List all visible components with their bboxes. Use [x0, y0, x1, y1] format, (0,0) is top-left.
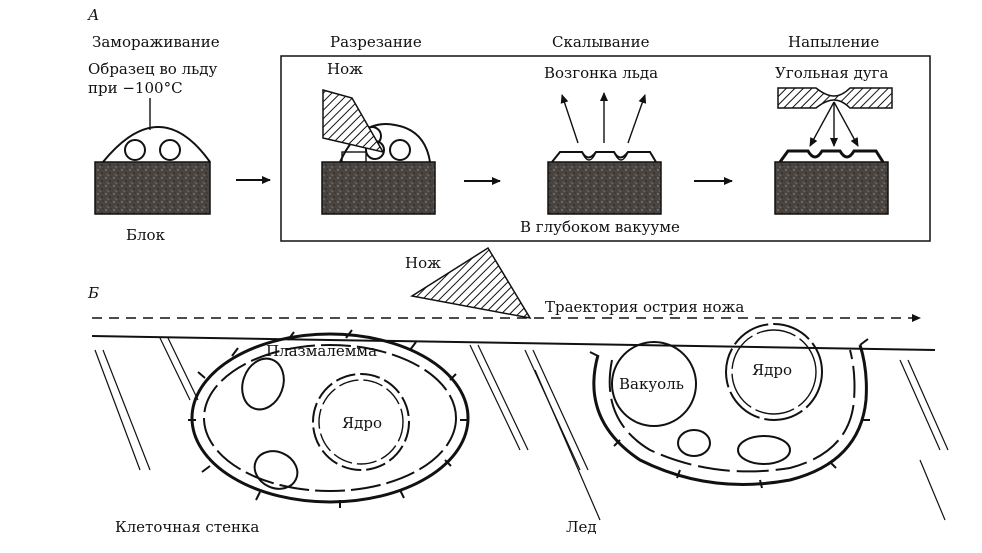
left-cell: [188, 329, 470, 508]
left-organelle-bottom: [253, 450, 299, 490]
left-nucleus-inner: [318, 379, 404, 465]
sample-line-1: Образец во льду: [88, 60, 218, 78]
cleaving-cell-1: [581, 151, 597, 161]
spraying-block: [774, 161, 889, 215]
cutting-stage: Нож: [321, 60, 436, 215]
left-wall-protrusions: [188, 329, 468, 508]
sample-cell-1: [124, 139, 146, 161]
ice-label: Лед: [566, 518, 597, 536]
freezing-title: Замораживание: [92, 33, 220, 51]
right-organelle-large: [737, 435, 791, 465]
vacuum-label: В глубоком вакууме: [520, 218, 680, 236]
left-plasmalemma: [203, 344, 457, 492]
ice-hatching: [94, 337, 949, 521]
right-cell: [589, 323, 870, 489]
specimen-block: [94, 161, 211, 215]
cutting-knife: [322, 89, 385, 154]
big-knife: [409, 246, 532, 320]
right-wall-protrusions: [589, 338, 870, 489]
cleaving-cell-2: [613, 151, 629, 161]
cleaving-block: [547, 161, 662, 215]
sample-line-2: при −100°С: [88, 79, 183, 97]
sublimation-arrow-3: [627, 94, 647, 144]
left-nucleus-outer: [312, 373, 410, 471]
spray-arrow-1: [809, 101, 835, 147]
panel-a-letter: А: [87, 6, 99, 24]
vacuum-chamber-frame: [280, 55, 931, 242]
left-organelle-top: [241, 357, 285, 411]
cutting-knife-label: Нож: [327, 60, 363, 78]
spraying-title: Напыление: [788, 33, 879, 51]
right-nucleus-outer: [725, 323, 823, 421]
right-cell-wall: [592, 344, 868, 486]
sublimation-label: Возгонка льда: [544, 64, 658, 82]
spraying-stage: Угольная дуга: [774, 64, 893, 215]
sample-cell-2: [159, 139, 181, 161]
cutting-cell-right: [389, 139, 411, 161]
panel-b-letter: Б: [87, 284, 99, 302]
cleaving-fracture-face: [551, 151, 657, 163]
spray-arrow-3: [833, 101, 859, 147]
carbon-arc-electrodes: [777, 87, 893, 109]
plasmalemma-label: Плазмалемма: [266, 342, 377, 360]
replica-film: [778, 149, 885, 163]
right-plasmalemma: [608, 349, 856, 473]
ice-dome: [102, 126, 211, 163]
cell-wall-label: Клеточная стенка: [115, 518, 259, 536]
cleaving-stage: Возгонка льда: [544, 64, 662, 215]
block-label: Блок: [126, 226, 166, 244]
right-organelle-small: [677, 429, 711, 457]
cutting-title: Разрезание: [330, 33, 422, 51]
big-knife-label: Нож: [405, 254, 441, 272]
freezing-stage: [94, 126, 211, 215]
fracture-surface: [91, 335, 936, 351]
sublimation-arrow-1: [560, 94, 579, 144]
vacuole-label: Вакуоль: [619, 375, 684, 393]
left-nucleus-label: Ядро: [342, 414, 382, 432]
trajectory-label: Траектория острия ножа: [545, 298, 744, 316]
cutting-block: [321, 161, 436, 215]
right-nucleus-label: Ядро: [752, 361, 792, 379]
vacuole: [611, 341, 697, 427]
carbon-arc-label: Угольная дуга: [775, 64, 889, 82]
right-nucleus-inner: [731, 329, 817, 415]
cleaving-title: Скалывание: [552, 33, 650, 51]
cutting-cut-face: [341, 151, 367, 163]
left-cell-wall: [190, 332, 470, 504]
